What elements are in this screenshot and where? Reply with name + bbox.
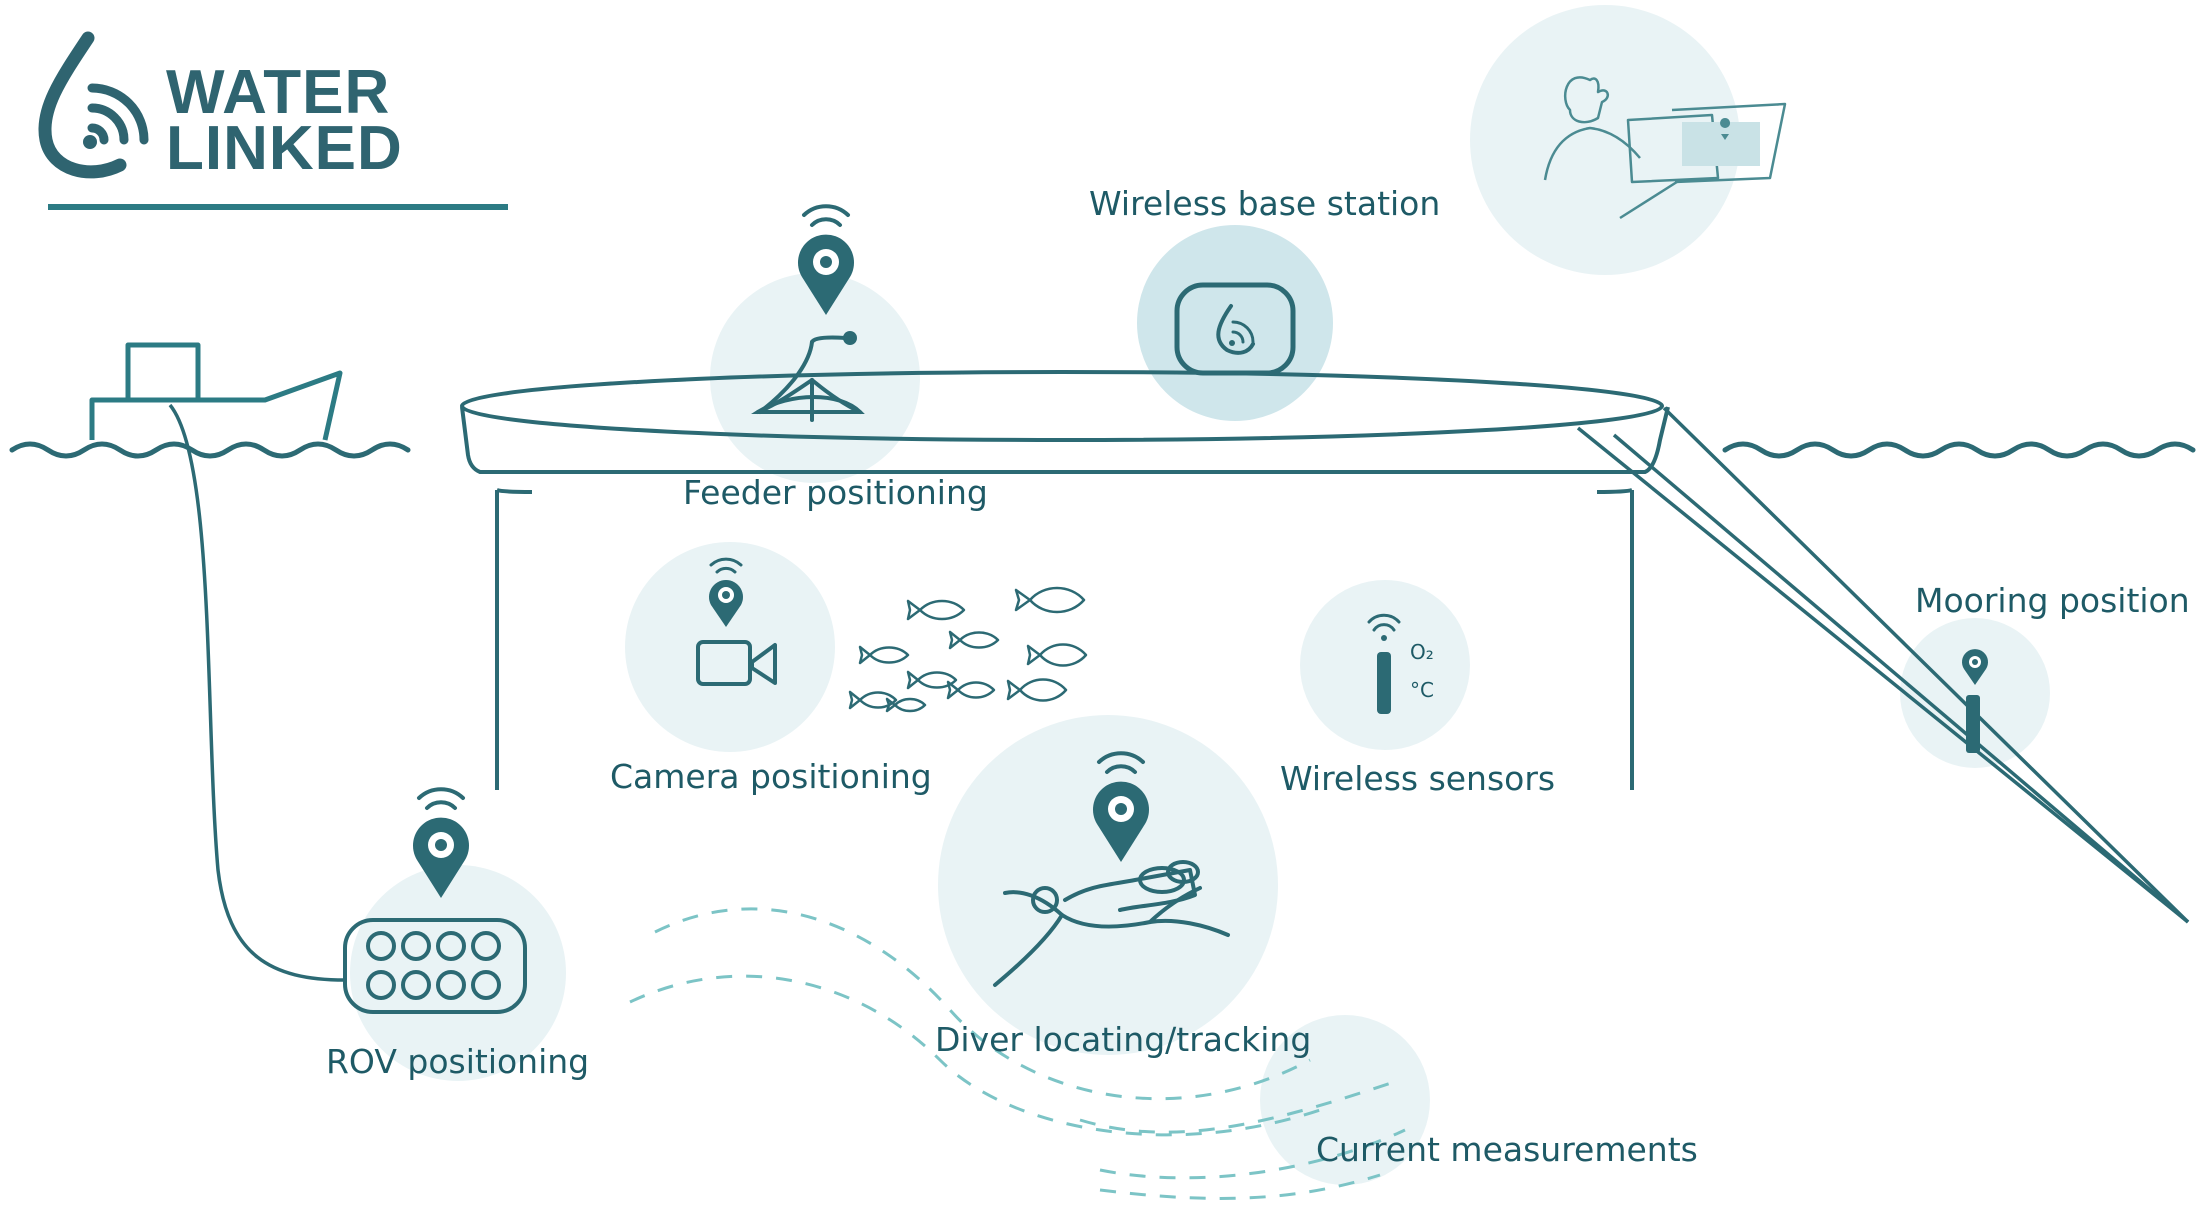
fish-school <box>848 586 1088 713</box>
sensor-temperature-mark: °C <box>1410 678 1434 702</box>
label-rov-positioning: ROV positioning <box>326 1042 590 1081</box>
pin-feeder <box>798 204 854 315</box>
label-feeder-positioning: Feeder positioning <box>683 473 988 512</box>
current-flow-lines <box>629 907 1406 1200</box>
highlight-circles <box>350 5 2050 1185</box>
boat-hull <box>89 370 343 441</box>
sensor-oxygen-mark: O₂ <box>1410 640 1434 664</box>
operator-head <box>1563 76 1610 124</box>
pin-mooring <box>1962 649 1988 685</box>
logo-wave-2 <box>87 103 129 145</box>
cage-leg-left <box>496 488 533 494</box>
water-surface-right <box>1722 441 2196 459</box>
current-circle <box>1260 1015 1430 1185</box>
base-station-icon <box>1174 282 1296 376</box>
cage-leg-right <box>1596 488 1633 494</box>
mooring-lines <box>1576 406 2190 924</box>
water-linked-logo <box>38 31 149 179</box>
monitor-2 <box>1671 102 1787 184</box>
feeder-icon <box>751 331 865 422</box>
operator-body <box>1543 126 1641 181</box>
rov-tether <box>168 403 346 982</box>
rov-icon <box>343 918 527 1014</box>
fish-cage <box>460 370 1670 790</box>
logo-drop <box>38 31 127 179</box>
pin-rov <box>413 787 469 898</box>
operator-circle <box>1470 5 1740 275</box>
label-mooring-position: Mooring position <box>1915 581 2190 620</box>
label-diver-tracking: Diver locating/tracking <box>935 1020 1312 1059</box>
feeder-circle <box>710 273 920 483</box>
operator-icon <box>1543 76 1787 220</box>
sensor-icon <box>1367 613 1401 714</box>
monitor-1 <box>1626 113 1720 184</box>
logo-dot <box>83 135 97 149</box>
mooring-sensor-icon <box>1966 695 1980 753</box>
label-wireless-base-station: Wireless base station <box>1089 184 1441 223</box>
mooring-circle <box>1900 618 2050 768</box>
logo-wave-1 <box>87 123 109 145</box>
label-current-measurements: Current measurements <box>1316 1130 1698 1169</box>
diver-icon <box>993 860 1230 987</box>
label-wireless-sensors: Wireless sensors <box>1280 759 1556 798</box>
water-surface-left <box>9 441 411 459</box>
camera-circle <box>625 542 835 752</box>
logo-text-linked: LINKED <box>166 114 403 183</box>
boat <box>89 342 343 441</box>
pin-diver <box>1093 751 1149 862</box>
camera-icon <box>696 640 777 686</box>
cage-ring-top <box>460 370 1664 442</box>
pin-camera <box>709 557 743 627</box>
logo-text-water: WATER <box>166 58 391 127</box>
label-camera-positioning: Camera positioning <box>610 757 932 796</box>
boat-cabin <box>125 342 201 398</box>
logo-wave-3 <box>87 83 149 145</box>
cage-ring-front <box>460 406 1670 474</box>
